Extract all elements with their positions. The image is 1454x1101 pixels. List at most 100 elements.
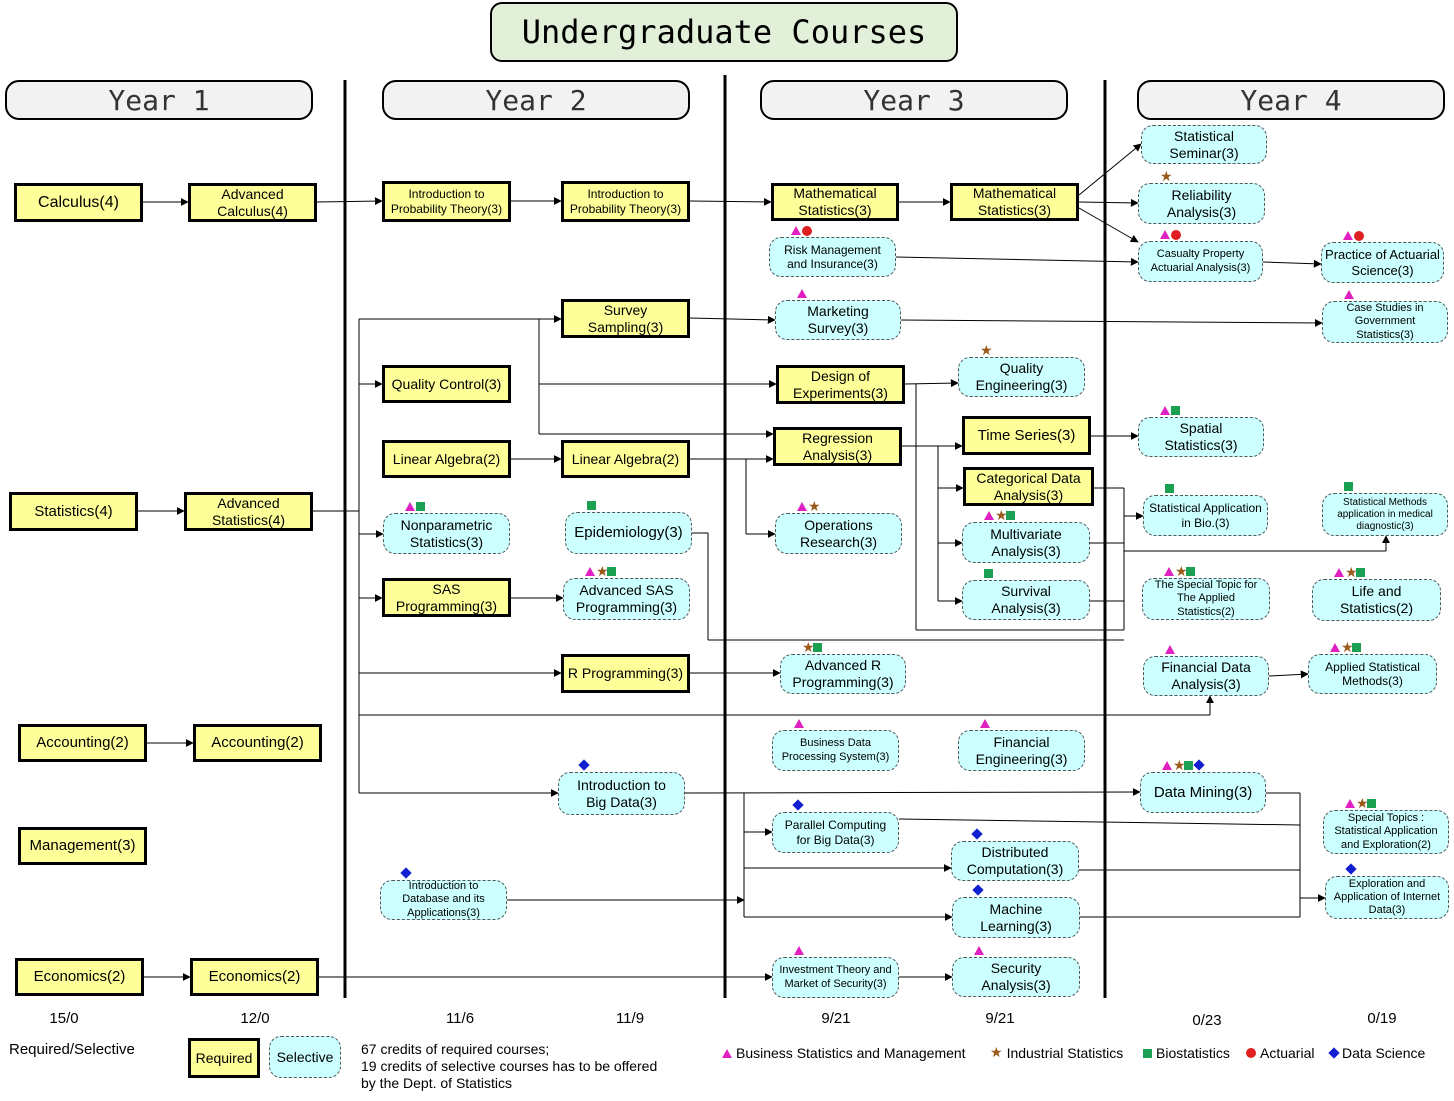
course-mstat2: Mathematical Statistics(3): [950, 183, 1079, 221]
triangle-icon: [797, 502, 807, 511]
course-bigdata: Introduction to Big Data(3): [558, 772, 685, 815]
triangle-icon: [722, 1048, 732, 1058]
square-icon: [416, 502, 425, 511]
course-fineng: Financial Engineering(3): [958, 730, 1085, 771]
credits-year1-sem2: 12/0: [240, 1010, 270, 1027]
triangle-icon: [1165, 645, 1175, 654]
star-icon: ★: [808, 498, 821, 514]
course-invest: Investment Theory and Market of Security…: [772, 957, 899, 998]
course-ml: Machine Learning(3): [952, 897, 1080, 938]
prerequisite-arrow: [900, 318, 1323, 327]
course-distcomp: Distributed Computation(3): [951, 841, 1079, 881]
course-mktsurvey: Marketing Survey(3): [775, 300, 901, 340]
credits-year4-sem1: 0/23: [1192, 1012, 1222, 1029]
course-advstat: Advanced Statistics(4): [184, 492, 313, 531]
course-epi: Epidemiology(3): [565, 512, 692, 554]
credits-year2-sem1: 11/6: [445, 1010, 475, 1027]
prerequisite-arrow: [1078, 198, 1139, 207]
square-icon: [1356, 568, 1365, 577]
triangle-icon: [1164, 567, 1174, 576]
circle-icon: [1171, 230, 1181, 240]
course-specstat: Special Topics : Statistical Application…: [1323, 810, 1449, 854]
course-advcalc: Advanced Calculus(4): [188, 183, 317, 222]
course-linalg2: Linear Algebra(2): [561, 440, 690, 478]
triangle-icon: [794, 719, 804, 728]
square-icon: [1184, 761, 1193, 770]
course-riskmgmt: Risk Management and Insurance(3): [769, 237, 896, 277]
prerequisite-arrow: [316, 197, 383, 206]
triangle-icon: [1160, 230, 1170, 239]
square-icon: [813, 643, 822, 652]
triangle-icon: [405, 502, 415, 511]
square-icon: [1344, 482, 1353, 491]
prerequisite-arrow: [1268, 670, 1309, 679]
course-opsres: Operations Research(3): [775, 513, 902, 554]
course-mstat1: Mathematical Statistics(3): [771, 183, 899, 221]
prerequisite-arrow: [898, 818, 1301, 826]
course-database: Introduction to Database and its Applica…: [380, 880, 507, 920]
prerequisite-arrow: [1078, 207, 1139, 243]
legend-business-statistics: Business Statistics and Management: [722, 1045, 966, 1061]
circle-icon: [802, 226, 812, 236]
course-doe: Design of Experiments(3): [776, 365, 905, 404]
course-acct2: Accounting(2): [193, 724, 322, 762]
star-icon: ★: [990, 1043, 1003, 1060]
prerequisite-arrow: [895, 256, 1139, 266]
course-advr: Advanced R Programming(3): [780, 654, 906, 694]
course-life: Life and Statistics(2): [1312, 579, 1441, 621]
prerequisite-arrow: [1262, 259, 1322, 268]
square-icon: [1367, 799, 1376, 808]
triangle-icon: [1343, 231, 1353, 240]
course-econ1: Economics(2): [15, 958, 144, 996]
triangle-icon: [585, 567, 595, 576]
circle-icon: [1246, 1048, 1256, 1058]
course-statbio: Statistical Application in Bio.(3): [1143, 495, 1268, 536]
course-secanal: Security Analysis(3): [952, 957, 1080, 997]
triangle-icon: [984, 511, 994, 520]
circle-icon: [1354, 231, 1364, 241]
course-statsem: Statistical Seminar(3): [1141, 125, 1267, 164]
credits-year2-sem2: 11/9: [615, 1010, 645, 1027]
course-findata: Financial Data Analysis(3): [1143, 656, 1269, 696]
credits-year4-sem2: 0/19: [1367, 1010, 1397, 1027]
star-icon: ★: [1356, 795, 1369, 811]
credits-year3-sem2: 9/21: [985, 1010, 1015, 1027]
square-icon: [984, 569, 993, 578]
course-acct1: Accounting(2): [18, 724, 147, 762]
year-4-header: Year 4: [1137, 80, 1445, 120]
course-casegov: Case Studies in Government Statistics(3): [1322, 301, 1448, 343]
triangle-icon: [1344, 290, 1354, 299]
course-prob1: Introduction to Probability Theory(3): [382, 181, 511, 222]
credits-year3-sem1: 9/21: [821, 1010, 851, 1027]
course-survival: Survival Analysis(3): [962, 580, 1090, 620]
triangle-icon: [797, 289, 807, 298]
diamond-icon: [1328, 1047, 1340, 1059]
square-icon: [607, 567, 616, 576]
prerequisite-arrow: [904, 379, 959, 388]
course-casualty: Casualty Property Actuarial Analysis(3): [1138, 241, 1263, 282]
legend-biostatistics: Biostatistics: [1143, 1045, 1230, 1061]
square-icon: [1186, 567, 1195, 576]
legend-selective-box: Selective: [269, 1036, 341, 1078]
course-reliab: Reliability Analysis(3): [1138, 183, 1265, 224]
course-survsamp: Survey Sampling(3): [561, 299, 690, 338]
course-regr: Regression Analysis(3): [773, 427, 902, 466]
square-icon: [1352, 643, 1361, 652]
square-icon: [1165, 484, 1174, 493]
star-icon: ★: [802, 639, 815, 655]
course-qc: Quality Control(3): [382, 365, 511, 403]
star-icon: ★: [1175, 563, 1188, 579]
legend-actuarial: Actuarial: [1246, 1045, 1314, 1061]
course-linalg1: Linear Algebra(2): [382, 440, 511, 478]
course-catdata: Categorical Data Analysis(3): [963, 467, 1094, 506]
course-sas: SAS Programming(3): [382, 578, 511, 617]
course-spatial: Spatial Statistics(3): [1138, 417, 1264, 457]
course-advsas: Advanced SAS Programming(3): [563, 578, 690, 620]
square-icon: [1006, 511, 1015, 520]
prerequisite-arrow: [684, 788, 1141, 797]
star-icon: ★: [1341, 639, 1354, 655]
course-stat: Statistics(4): [9, 492, 138, 531]
course-rprog: R Programming(3): [561, 654, 690, 693]
